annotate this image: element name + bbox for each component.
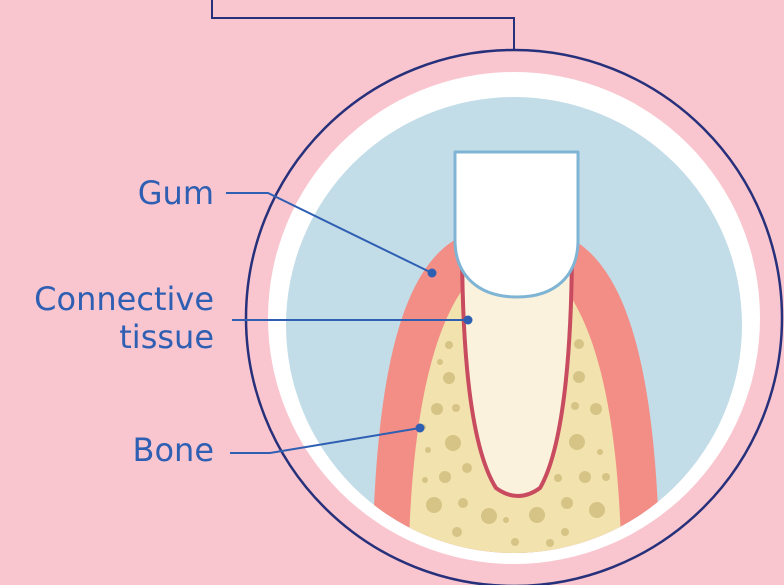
connective-tissue-label-line1: Connective xyxy=(34,280,214,318)
connective-tissue-label-line2: tissue xyxy=(34,318,214,356)
connective-tissue-pointer-dot xyxy=(464,316,473,325)
bone-pointer-dot xyxy=(416,424,425,433)
top-connector-line xyxy=(212,0,514,50)
tooth-crown xyxy=(455,152,578,297)
gum-pointer-dot xyxy=(428,269,437,278)
bone-label: Bone xyxy=(133,431,215,469)
connective-tissue-label: Connective tissue xyxy=(34,280,214,356)
gum-label: Gum xyxy=(138,174,214,212)
